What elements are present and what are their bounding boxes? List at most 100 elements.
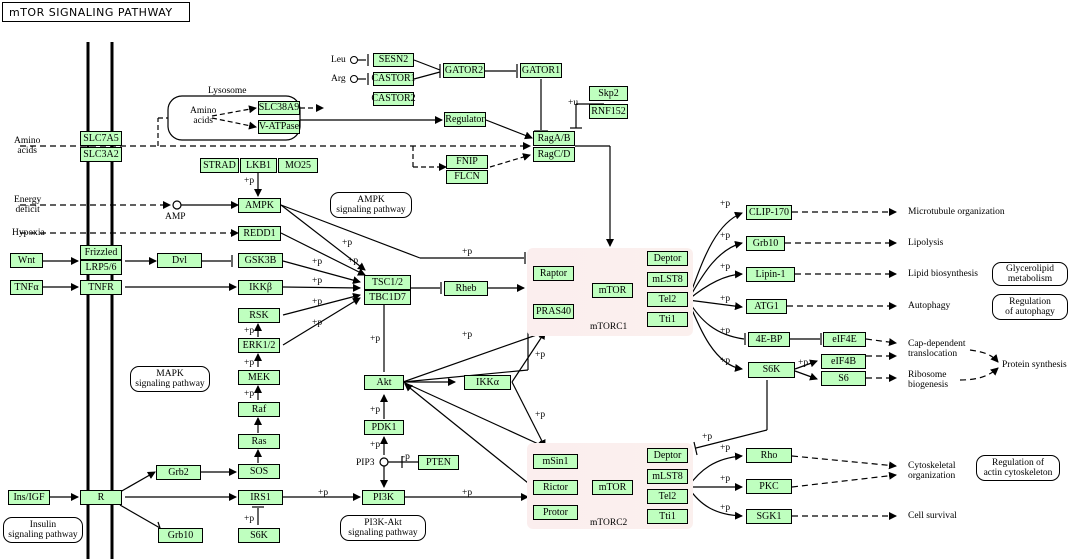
node-slc38a9[interactable]: SLC38A9 xyxy=(258,101,300,115)
node-dvl[interactable]: Dvl xyxy=(157,253,202,268)
node-deptor2[interactable]: Deptor xyxy=(647,448,688,463)
node-grb10-bottom[interactable]: Grb10 xyxy=(158,528,203,543)
link-ampk-pathway[interactable]: AMPK signaling pathway xyxy=(330,192,412,218)
label-plus-p: +p xyxy=(312,257,323,267)
node-4ebp[interactable]: 4E-BP xyxy=(748,332,790,347)
node-tti1-1[interactable]: Tti1 xyxy=(647,312,688,327)
node-tnfa[interactable]: TNFα xyxy=(10,280,43,295)
node-eif4e[interactable]: eIF4E xyxy=(823,332,866,347)
label-amp: AMP xyxy=(165,212,186,222)
node-grb2[interactable]: Grb2 xyxy=(156,465,201,480)
label-plus-p: +p xyxy=(244,326,255,336)
node-mlst8-2[interactable]: mLST8 xyxy=(647,469,688,484)
node-lkb1[interactable]: LKB1 xyxy=(240,158,277,173)
label-plus-p: +p xyxy=(462,488,473,498)
label-plus-p: +p xyxy=(798,358,809,368)
link-mapk-pathway[interactable]: MAPK signaling pathway xyxy=(130,366,210,392)
node-castor2[interactable]: CASTOR2 xyxy=(371,92,416,106)
node-ragab[interactable]: RagA/B xyxy=(533,131,575,146)
node-sesn2[interactable]: SESN2 xyxy=(373,53,414,67)
node-raptor[interactable]: Raptor xyxy=(533,266,574,281)
node-rsk[interactable]: RSK xyxy=(238,308,280,323)
node-tbc1d7[interactable]: TBC1D7 xyxy=(364,290,411,305)
node-castor1[interactable]: CASTOR1 xyxy=(371,72,416,86)
node-eif4b[interactable]: eIF4B xyxy=(821,354,866,369)
node-mtor2[interactable]: mTOR xyxy=(592,480,633,495)
node-frizzled[interactable]: Frizzled xyxy=(80,245,122,260)
node-sgk1[interactable]: SGK1 xyxy=(746,509,792,524)
node-pten[interactable]: PTEN xyxy=(418,455,459,470)
link-actin-cytoskeleton[interactable]: Regulation of actin cytoskeleton xyxy=(976,455,1060,481)
label-plus-p: +p xyxy=(462,330,473,340)
label-mtorc1: mTORC1 xyxy=(590,322,628,332)
node-fnip[interactable]: FNIP xyxy=(446,155,488,169)
link-glycerolipid[interactable]: Glycerolipid metabolism xyxy=(992,262,1068,286)
label-cytoskeletal: Cytoskeletal organization xyxy=(908,461,956,481)
node-rho[interactable]: Rho xyxy=(746,448,792,463)
node-ras[interactable]: Ras xyxy=(238,434,280,449)
node-erk12[interactable]: ERK1/2 xyxy=(238,338,280,353)
node-ikka[interactable]: IKKα xyxy=(464,375,511,390)
node-s6k-bottom[interactable]: S6K xyxy=(238,528,280,543)
node-strad[interactable]: STRAD xyxy=(200,158,239,173)
node-mo25[interactable]: MO25 xyxy=(278,158,318,173)
node-atg1[interactable]: ATG1 xyxy=(746,299,787,314)
node-lipin1[interactable]: Lipin-1 xyxy=(746,267,795,282)
node-r[interactable]: R xyxy=(80,490,122,505)
node-gator2[interactable]: GATOR2 xyxy=(443,63,485,78)
node-rictor[interactable]: Rictor xyxy=(533,480,578,495)
node-mlst8-1[interactable]: mLST8 xyxy=(647,272,688,287)
node-ampk[interactable]: AMPK xyxy=(238,198,281,213)
node-tti1-2[interactable]: Tti1 xyxy=(647,509,688,524)
node-gator1[interactable]: GATOR1 xyxy=(520,63,562,78)
node-pdk1[interactable]: PDK1 xyxy=(364,420,404,435)
node-redd1[interactable]: REDD1 xyxy=(238,226,281,241)
node-pras40[interactable]: PRAS40 xyxy=(533,304,574,319)
node-pkc[interactable]: PKC xyxy=(746,479,792,494)
node-s6[interactable]: S6 xyxy=(821,371,866,386)
node-tel2-2[interactable]: Tel2 xyxy=(647,489,688,504)
label-plus-p: +p xyxy=(370,334,381,344)
amino-acid-ligand-icons xyxy=(350,56,358,83)
node-ragcd[interactable]: RagC/D xyxy=(533,147,575,162)
node-regulator[interactable]: Regulator xyxy=(444,112,486,127)
node-vatpase[interactable]: V-ATPase xyxy=(258,120,300,134)
label-plus-p: +p xyxy=(535,410,546,420)
node-mek[interactable]: MEK xyxy=(238,370,280,385)
label-cell-survival: Cell survival xyxy=(908,511,957,521)
node-rnf152[interactable]: RNF152 xyxy=(589,104,628,119)
node-lrp56[interactable]: LRP5/6 xyxy=(80,260,122,275)
node-s6k[interactable]: S6K xyxy=(748,362,795,378)
label-amino-acids: Amino acids xyxy=(14,136,41,156)
label-plus-p: +p xyxy=(720,231,731,241)
node-raf[interactable]: Raf xyxy=(238,402,280,417)
node-akt[interactable]: Akt xyxy=(364,375,404,390)
node-protor[interactable]: Protor xyxy=(533,505,578,520)
node-skp2[interactable]: Skp2 xyxy=(589,86,628,101)
node-flcn[interactable]: FLCN xyxy=(446,170,488,184)
link-pi3k-akt-pathway[interactable]: PI3K-Akt signaling pathway xyxy=(340,515,426,541)
node-irs1[interactable]: IRS1 xyxy=(238,490,283,505)
node-clip170[interactable]: CLIP-170 xyxy=(746,205,792,220)
node-msin1[interactable]: mSin1 xyxy=(533,454,578,469)
node-tsc12[interactable]: TSC1/2 xyxy=(364,275,411,290)
node-slc3a2[interactable]: SLC3A2 xyxy=(80,147,122,162)
node-deptor1[interactable]: Deptor xyxy=(647,251,688,266)
node-tel2-1[interactable]: Tel2 xyxy=(647,292,688,307)
node-tnfr[interactable]: TNFR xyxy=(80,280,122,295)
label-cap-dependent: Cap-dependent translocation xyxy=(908,339,966,359)
node-gsk3b[interactable]: GSK3B xyxy=(238,253,283,268)
node-ikkb[interactable]: IKKβ xyxy=(238,280,283,295)
link-insulin-pathway[interactable]: Insulin signaling pathway xyxy=(3,517,83,543)
node-pi3k[interactable]: PI3K xyxy=(362,490,405,505)
node-wnt[interactable]: Wnt xyxy=(10,253,43,268)
node-rheb[interactable]: Rheb xyxy=(444,281,488,296)
node-grb10-right[interactable]: Grb10 xyxy=(746,236,785,251)
label-plus-p: +p xyxy=(720,443,731,453)
label-plus-p: +p xyxy=(535,350,546,360)
node-mtor1[interactable]: mTOR xyxy=(592,283,633,298)
node-slc7a5[interactable]: SLC7A5 xyxy=(80,131,122,146)
node-sos[interactable]: SOS xyxy=(238,464,280,479)
link-regulation-autophagy[interactable]: Regulation of autophagy xyxy=(992,294,1068,320)
node-insigf[interactable]: Ins/IGF xyxy=(8,490,50,505)
